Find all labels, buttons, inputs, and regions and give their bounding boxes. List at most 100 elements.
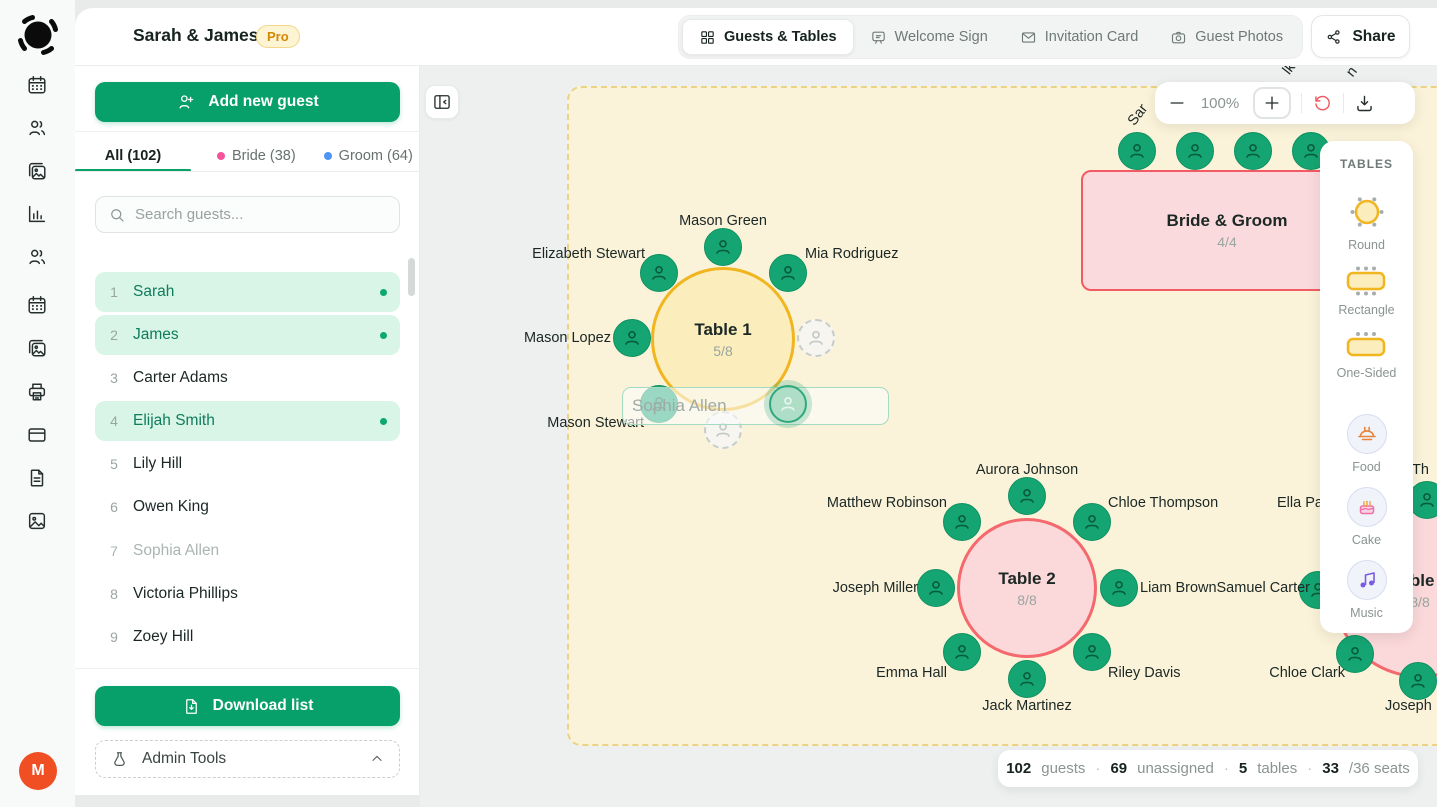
table-2[interactable]: Table 2 8/8: [957, 518, 1097, 658]
seat-guest-label: Riley Davis: [1108, 665, 1181, 681]
decor-cake[interactable]: Cake: [1346, 487, 1387, 547]
active-tab-underline: [75, 169, 191, 172]
tab-welcome-sign[interactable]: Welcome Sign: [854, 19, 1004, 55]
admin-tools-button[interactable]: Admin Tools: [95, 740, 400, 778]
seat-guest[interactable]: [613, 319, 651, 357]
seat-guest[interactable]: [1234, 132, 1272, 170]
seat-guest[interactable]: [1073, 633, 1111, 671]
seat-guest-label: Liam Brown: [1140, 580, 1217, 596]
add-guest-button[interactable]: Add new guest: [95, 82, 400, 122]
zoom-out-button[interactable]: [1167, 93, 1187, 113]
seat-guest-label: Ella Par: [1277, 495, 1328, 511]
grid-icon: [701, 30, 714, 44]
seat-guest[interactable]: [1008, 660, 1046, 698]
seat-guest[interactable]: [1118, 132, 1156, 170]
printer-icon[interactable]: [26, 381, 48, 403]
tab-guest-photos[interactable]: Guest Photos: [1154, 19, 1299, 55]
panel-collapse-button[interactable]: [425, 85, 459, 119]
toolbar-divider: [1343, 93, 1344, 113]
logo-table-icon: [18, 15, 58, 55]
assigned-dot: [380, 331, 387, 339]
table-seat-count: 5/8: [713, 342, 733, 359]
app-logo[interactable]: [16, 13, 60, 57]
filter-tab-groom[interactable]: Groom (64): [323, 148, 413, 164]
seat-guest-label: Samuel Carter: [1216, 580, 1310, 596]
seat-guest-label: Th: [1412, 462, 1429, 478]
seat-drop-target[interactable]: [769, 385, 807, 423]
guests-icon[interactable]: [26, 117, 48, 139]
filter-tab-all[interactable]: All (102): [104, 148, 162, 164]
header-tabs: Guests & Tables Welcome Sign Invitation …: [678, 15, 1304, 59]
flask-icon: [114, 751, 125, 766]
divider: [75, 668, 420, 669]
download-canvas-button[interactable]: [1354, 93, 1375, 114]
seat-guest[interactable]: [943, 503, 981, 541]
document-icon[interactable]: [26, 467, 48, 489]
mail-icon: [1021, 31, 1035, 43]
toolbar-divider: [1301, 93, 1302, 113]
round-table-icon: [1350, 197, 1383, 227]
page-title: Sarah & James: [133, 25, 259, 45]
table-shape-round[interactable]: Round: [1347, 192, 1387, 252]
zoom-toolbar: 100%: [1155, 82, 1415, 124]
table-seat-count: 8/8: [1017, 591, 1037, 608]
search-input[interactable]: [135, 206, 375, 223]
filter-tab-bride[interactable]: Bride (38): [217, 148, 296, 164]
seat-guest[interactable]: [1176, 132, 1214, 170]
zoom-in-button[interactable]: [1253, 87, 1291, 119]
seat-guest-label: Emma Hall: [876, 665, 947, 681]
seat-guest[interactable]: [640, 254, 678, 292]
share-icon: [1328, 29, 1341, 44]
seat-guest-label: Matthew Robinson: [826, 495, 947, 511]
seat-guest-label: Joseph: [1385, 698, 1432, 714]
user-avatar[interactable]: M: [19, 752, 57, 790]
seat-guest[interactable]: [1100, 569, 1138, 607]
share-button[interactable]: Share: [1311, 15, 1410, 58]
tables-panel: TABLES Round Rectangle One-Sided Food: [1320, 141, 1413, 633]
decor-music[interactable]: Music: [1346, 560, 1387, 620]
chart-icon[interactable]: [26, 203, 48, 225]
download-list-button[interactable]: Download list: [95, 686, 400, 726]
seat-guest[interactable]: [917, 569, 955, 607]
seat-guest-label: Mason Stewart: [547, 415, 644, 431]
decor-food[interactable]: Food: [1346, 414, 1387, 474]
camera-icon: [1172, 31, 1186, 43]
drag-ghost-guest[interactable]: Sophia Allen: [622, 387, 889, 425]
tab-invitation-card[interactable]: Invitation Card: [1004, 19, 1155, 55]
calendar-icon[interactable]: [26, 74, 48, 96]
person-plus-icon: [179, 95, 194, 109]
one-sided-table-icon: [1347, 332, 1386, 357]
table-seat-count: 4/4: [1217, 234, 1237, 250]
calendar-icon-2[interactable]: [26, 294, 48, 316]
table-shape-one-sided[interactable]: One-Sided: [1337, 330, 1396, 380]
tab-guests-tables[interactable]: Guests & Tables: [682, 19, 854, 55]
gallery-icon[interactable]: [26, 160, 48, 182]
pro-badge: Pro: [256, 25, 300, 48]
seat-guest[interactable]: [704, 228, 742, 266]
card-icon[interactable]: [26, 424, 48, 446]
table-shape-rectangle[interactable]: Rectangle: [1338, 265, 1395, 317]
gallery-icon-2[interactable]: [26, 337, 48, 359]
seat-guest[interactable]: [769, 254, 807, 292]
list-scrollbar[interactable]: [408, 258, 415, 296]
seat-guest[interactable]: [1336, 635, 1374, 673]
reset-view-button[interactable]: [1312, 93, 1333, 114]
seat-guest[interactable]: [1399, 662, 1437, 700]
seat-guest[interactable]: [943, 633, 981, 671]
file-download-icon: [185, 698, 197, 714]
seat-guest[interactable]: [1073, 503, 1111, 541]
users-icon[interactable]: [26, 246, 48, 268]
image-icon[interactable]: [26, 510, 48, 532]
seat-empty[interactable]: [797, 319, 835, 357]
seat-guest[interactable]: [1008, 477, 1046, 515]
